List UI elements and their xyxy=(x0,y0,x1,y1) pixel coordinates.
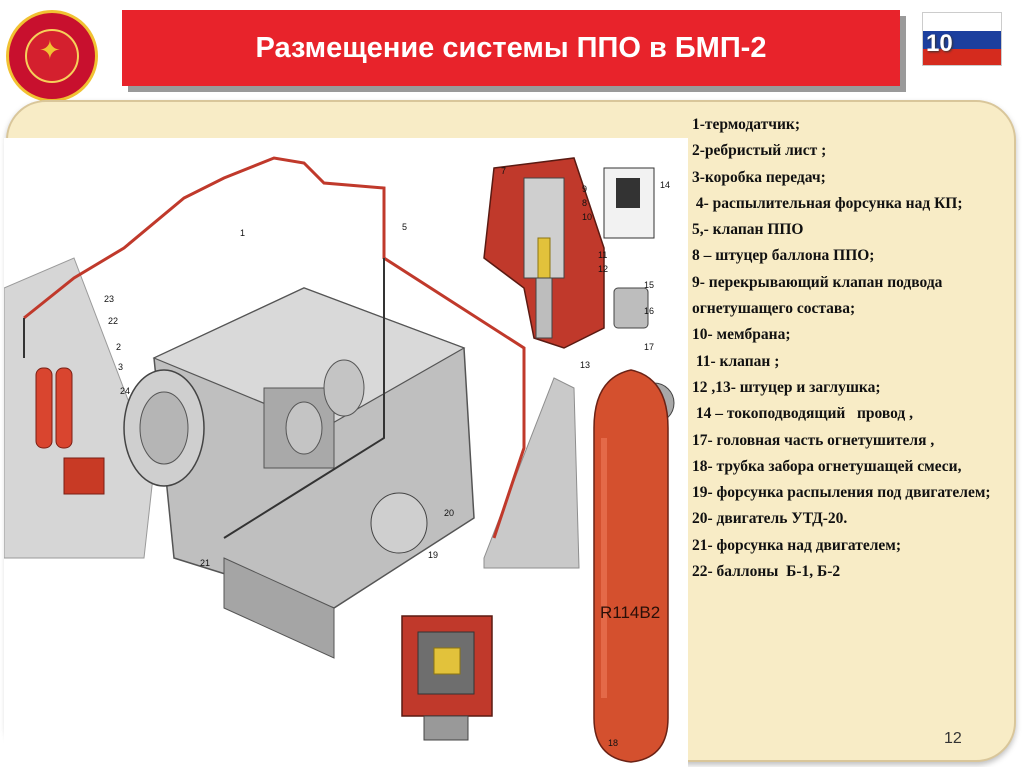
legend-item: 12 ,13- штуцер и заглушка; xyxy=(692,375,1016,401)
svg-text:19: 19 xyxy=(428,550,438,560)
legend-item: 19- форсунка распыления под двигателем; xyxy=(692,480,1016,506)
svg-text:13: 13 xyxy=(580,360,590,370)
legend-item: 8 – штуцер баллона ППО; xyxy=(692,243,1016,269)
legend-item: 9- перекрывающий клапан подвода огнетуша… xyxy=(692,270,1016,323)
page-number: 12 xyxy=(944,730,962,748)
legend-item: 22- баллоны Б-1, Б-2 xyxy=(692,559,1016,585)
slide-badge-number: 10 xyxy=(926,30,986,58)
svg-text:18: 18 xyxy=(608,738,618,748)
svg-text:20: 20 xyxy=(444,508,454,518)
legend-item: 21- форсунка над двигателем; xyxy=(692,533,1016,559)
cylinder-marking: R114B2 xyxy=(600,603,660,622)
svg-text:8: 8 xyxy=(582,198,587,208)
svg-text:7: 7 xyxy=(501,166,506,176)
sensor-detail xyxy=(604,168,654,238)
svg-text:17: 17 xyxy=(644,342,654,352)
slide-title: Размещение системы ППО в БМП-2 xyxy=(256,32,767,65)
svg-text:14: 14 xyxy=(660,180,670,190)
svg-text:10: 10 xyxy=(582,212,592,222)
parts-legend: 1-термодатчик; 2-ребристый лист ; 3-коро… xyxy=(692,112,1016,585)
svg-text:2: 2 xyxy=(116,342,121,352)
svg-text:1: 1 xyxy=(240,228,245,238)
legend-item: 11- клапан ; xyxy=(692,349,1016,375)
legend-item: 5,- клапан ППО xyxy=(692,217,1016,243)
ppo-system-diagram: R114B2 7 9 8 10 11 12 13 14 15 16 17 18 … xyxy=(4,138,688,767)
legend-item: 10- мембрана; xyxy=(692,322,1016,348)
military-emblem-logo: ✦ xyxy=(6,10,98,102)
eagle-icon: ✦ xyxy=(39,37,61,63)
title-banner: Размещение системы ППО в БМП-2 xyxy=(122,10,900,86)
svg-text:11: 11 xyxy=(598,250,607,260)
svg-text:15: 15 xyxy=(644,280,654,290)
svg-text:16: 16 xyxy=(644,306,654,316)
svg-text:23: 23 xyxy=(104,294,114,304)
legend-item: 4- распылительная форсунка над КП; xyxy=(692,191,1016,217)
svg-text:9: 9 xyxy=(582,184,587,194)
svg-text:3: 3 xyxy=(118,362,123,372)
svg-text:21: 21 xyxy=(200,558,210,568)
legend-item: 18- трубка забора огнетушащей смеси, xyxy=(692,454,1016,480)
svg-text:22: 22 xyxy=(108,316,118,326)
legend-item: 2-ребристый лист ; xyxy=(692,138,1016,164)
legend-item: 20- двигатель УТД-20. xyxy=(692,506,1016,532)
svg-text:24: 24 xyxy=(120,386,130,396)
legend-item: 3-коробка передач; xyxy=(692,165,1016,191)
legend-item: 17- головная часть огнетушителя , xyxy=(692,428,1016,454)
legend-item: 1-термодатчик; xyxy=(692,112,1016,138)
legend-item: 14 – токоподводящий провод , xyxy=(692,401,1016,427)
svg-text:12: 12 xyxy=(598,264,608,274)
svg-text:5: 5 xyxy=(402,222,407,232)
